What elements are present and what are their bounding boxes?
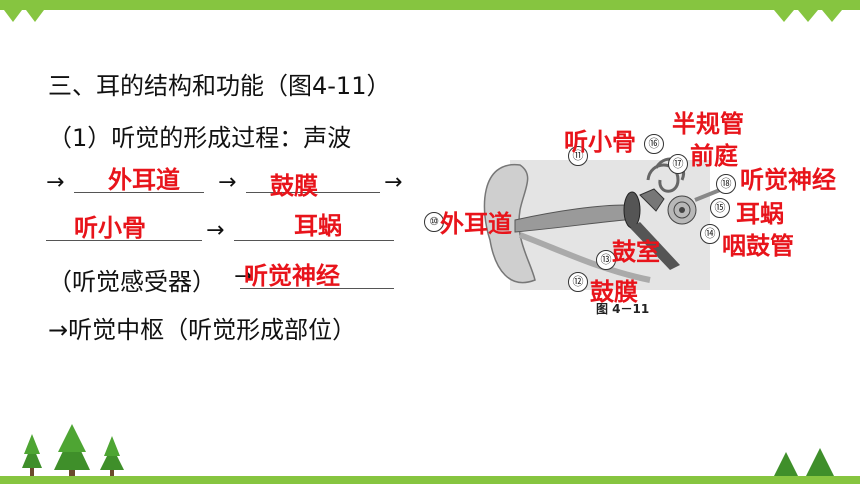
arrow-4: → (206, 218, 225, 243)
answer-outer-ear-canal: 外耳道 (108, 166, 180, 194)
callout-13: ⑬ (596, 250, 616, 270)
arrow-3: → (384, 170, 403, 195)
callout-18: ⑱ (716, 174, 736, 194)
callout-15: ⑮ (710, 198, 730, 218)
figure-caption: 图 4－11 (596, 302, 650, 316)
answer-cochlea: 耳蜗 (294, 212, 342, 240)
label-outer-ear-canal: 外耳道 (440, 210, 512, 238)
blank-3 (46, 240, 202, 241)
label-eardrum: 鼓膜 (590, 278, 638, 306)
label-semicircular-canals: 半规管 (672, 110, 744, 138)
label-eustachian-tube: 咽鼓管 (722, 232, 794, 260)
ground-strip (0, 476, 860, 484)
label-tympanic-cavity: 鼓室 (612, 238, 660, 266)
callout-17: ⑰ (668, 154, 688, 174)
answer-auditory-nerve: 听觉神经 (244, 262, 340, 290)
blank-4 (234, 240, 394, 241)
blank-2 (246, 192, 380, 193)
process-intro: （1）听觉的形成过程：声波 (48, 124, 352, 152)
top-bar (0, 0, 860, 10)
section-heading: 三、耳的结构和功能（图4-11） (48, 72, 391, 100)
callout-12: ⑫ (568, 272, 588, 292)
arrow-1: → (46, 170, 65, 195)
callout-14: ⑭ (700, 224, 720, 244)
blank-5 (240, 288, 394, 289)
callout-10: ⑩ (424, 212, 444, 232)
corner-triangles-right (774, 10, 842, 22)
arrow-5: → (234, 264, 253, 289)
label-cochlea: 耳蜗 (736, 200, 784, 228)
arrow-2: → (218, 170, 237, 195)
final-step: →听觉中枢（听觉形成部位） (48, 316, 357, 344)
label-auditory-nerve: 听觉神经 (740, 166, 836, 194)
blank-1 (74, 192, 204, 193)
callout-11: ⑪ (568, 146, 588, 166)
tree-icon-group-right (774, 448, 834, 480)
receptor-note: （听觉感受器） (48, 268, 216, 296)
tree-icon-group-left (22, 424, 124, 480)
corner-triangles-left (4, 10, 44, 22)
callout-16: ⑯ (644, 134, 664, 154)
answer-ossicles: 听小骨 (74, 214, 146, 242)
label-vestibule: 前庭 (690, 142, 738, 170)
label-ossicles: 听小骨 (564, 128, 636, 156)
answer-eardrum: 鼓膜 (270, 172, 318, 200)
